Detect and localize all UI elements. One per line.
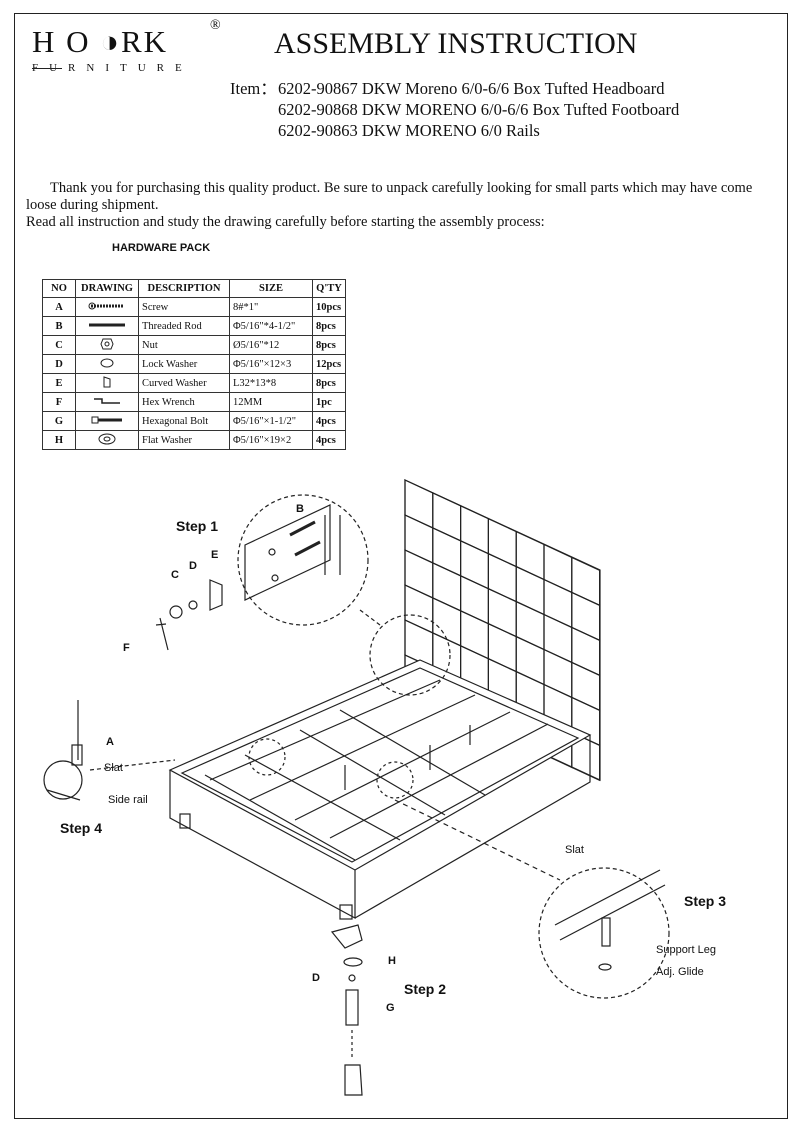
slat-label: Slat xyxy=(104,762,123,774)
bed-frame-drawing xyxy=(168,659,592,920)
intro-paragraph: Read all instruction and study the drawi… xyxy=(26,214,545,230)
callout-c: C xyxy=(171,569,179,581)
step3-detail-circle xyxy=(538,867,670,999)
support-leg-label: Support Leg xyxy=(656,944,716,956)
intro-text: Thank you for purchasing this quality pr… xyxy=(26,180,786,231)
page-border xyxy=(14,13,788,1119)
item-line: 6202-90863 DKW MORENO 6/0 Rails xyxy=(278,121,540,140)
item-line: 6202-90867 DKW Moreno 6/0-6/6 Box Tufted… xyxy=(278,79,665,98)
callout-a: A xyxy=(106,736,114,748)
slat-label-step3: Slat xyxy=(565,844,584,856)
adj-glide-label: Adj. Glide xyxy=(656,966,704,978)
step-3-label: Step 3 xyxy=(684,893,727,909)
callout-g: G xyxy=(386,1002,395,1014)
callout-h: H xyxy=(388,955,396,967)
callout-d-step2: D xyxy=(312,972,320,984)
callout-e: E xyxy=(211,549,219,561)
hardware-pack-title: HARDWARE PACK xyxy=(112,242,211,254)
logo-subtitle: FURNITURE xyxy=(32,62,193,74)
callout-d: D xyxy=(189,560,197,572)
step1-detail-circle xyxy=(237,494,369,626)
part-qty: 4pcs xyxy=(312,430,346,450)
callout-b: B xyxy=(296,503,304,515)
step-2-label: Step 2 xyxy=(404,981,447,997)
item-line: 6202-90868 DKW MORENO 6/0-6/6 Box Tufted… xyxy=(278,100,680,119)
logo-wordmark: H O ◑RK xyxy=(32,24,169,59)
item-label: Item： xyxy=(230,79,277,98)
hexagonal-bolt-icon xyxy=(75,411,139,431)
intro-paragraph: Thank you for purchasing this quality pr… xyxy=(26,180,753,213)
document-title: ASSEMBLY INSTRUCTION xyxy=(274,27,638,60)
callout-f: F xyxy=(123,642,130,654)
part-qty: 10pcs xyxy=(312,297,346,317)
side-rail-label: Side rail xyxy=(108,794,148,806)
step-1-label: Step 1 xyxy=(176,518,219,534)
step-4-label: Step 4 xyxy=(60,820,103,836)
item-list: Item：6202-90867 DKW Moreno 6/0-6/6 Box T… xyxy=(230,78,679,141)
brand-logo: H O ◑RK® xyxy=(32,18,223,59)
part-qty: 8pcs xyxy=(312,373,346,393)
